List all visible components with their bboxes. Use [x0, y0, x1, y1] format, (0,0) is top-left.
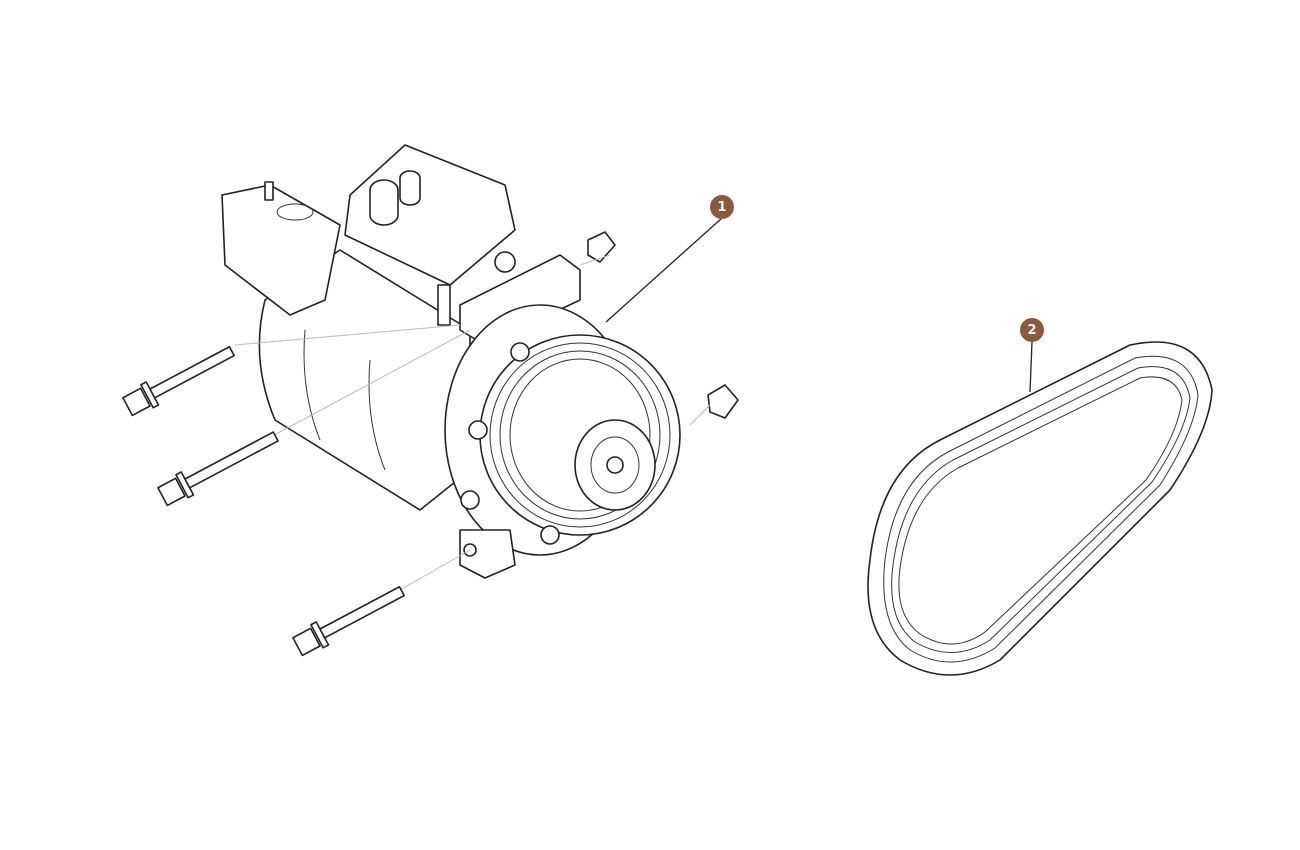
bolts	[122, 254, 711, 657]
callout-1[interactable]: 1	[710, 195, 734, 219]
belt-drawing	[867, 341, 1213, 676]
leader-lines	[605, 217, 1033, 393]
compressor-drawing	[221, 144, 739, 579]
callout-2[interactable]: 2	[1020, 318, 1044, 342]
